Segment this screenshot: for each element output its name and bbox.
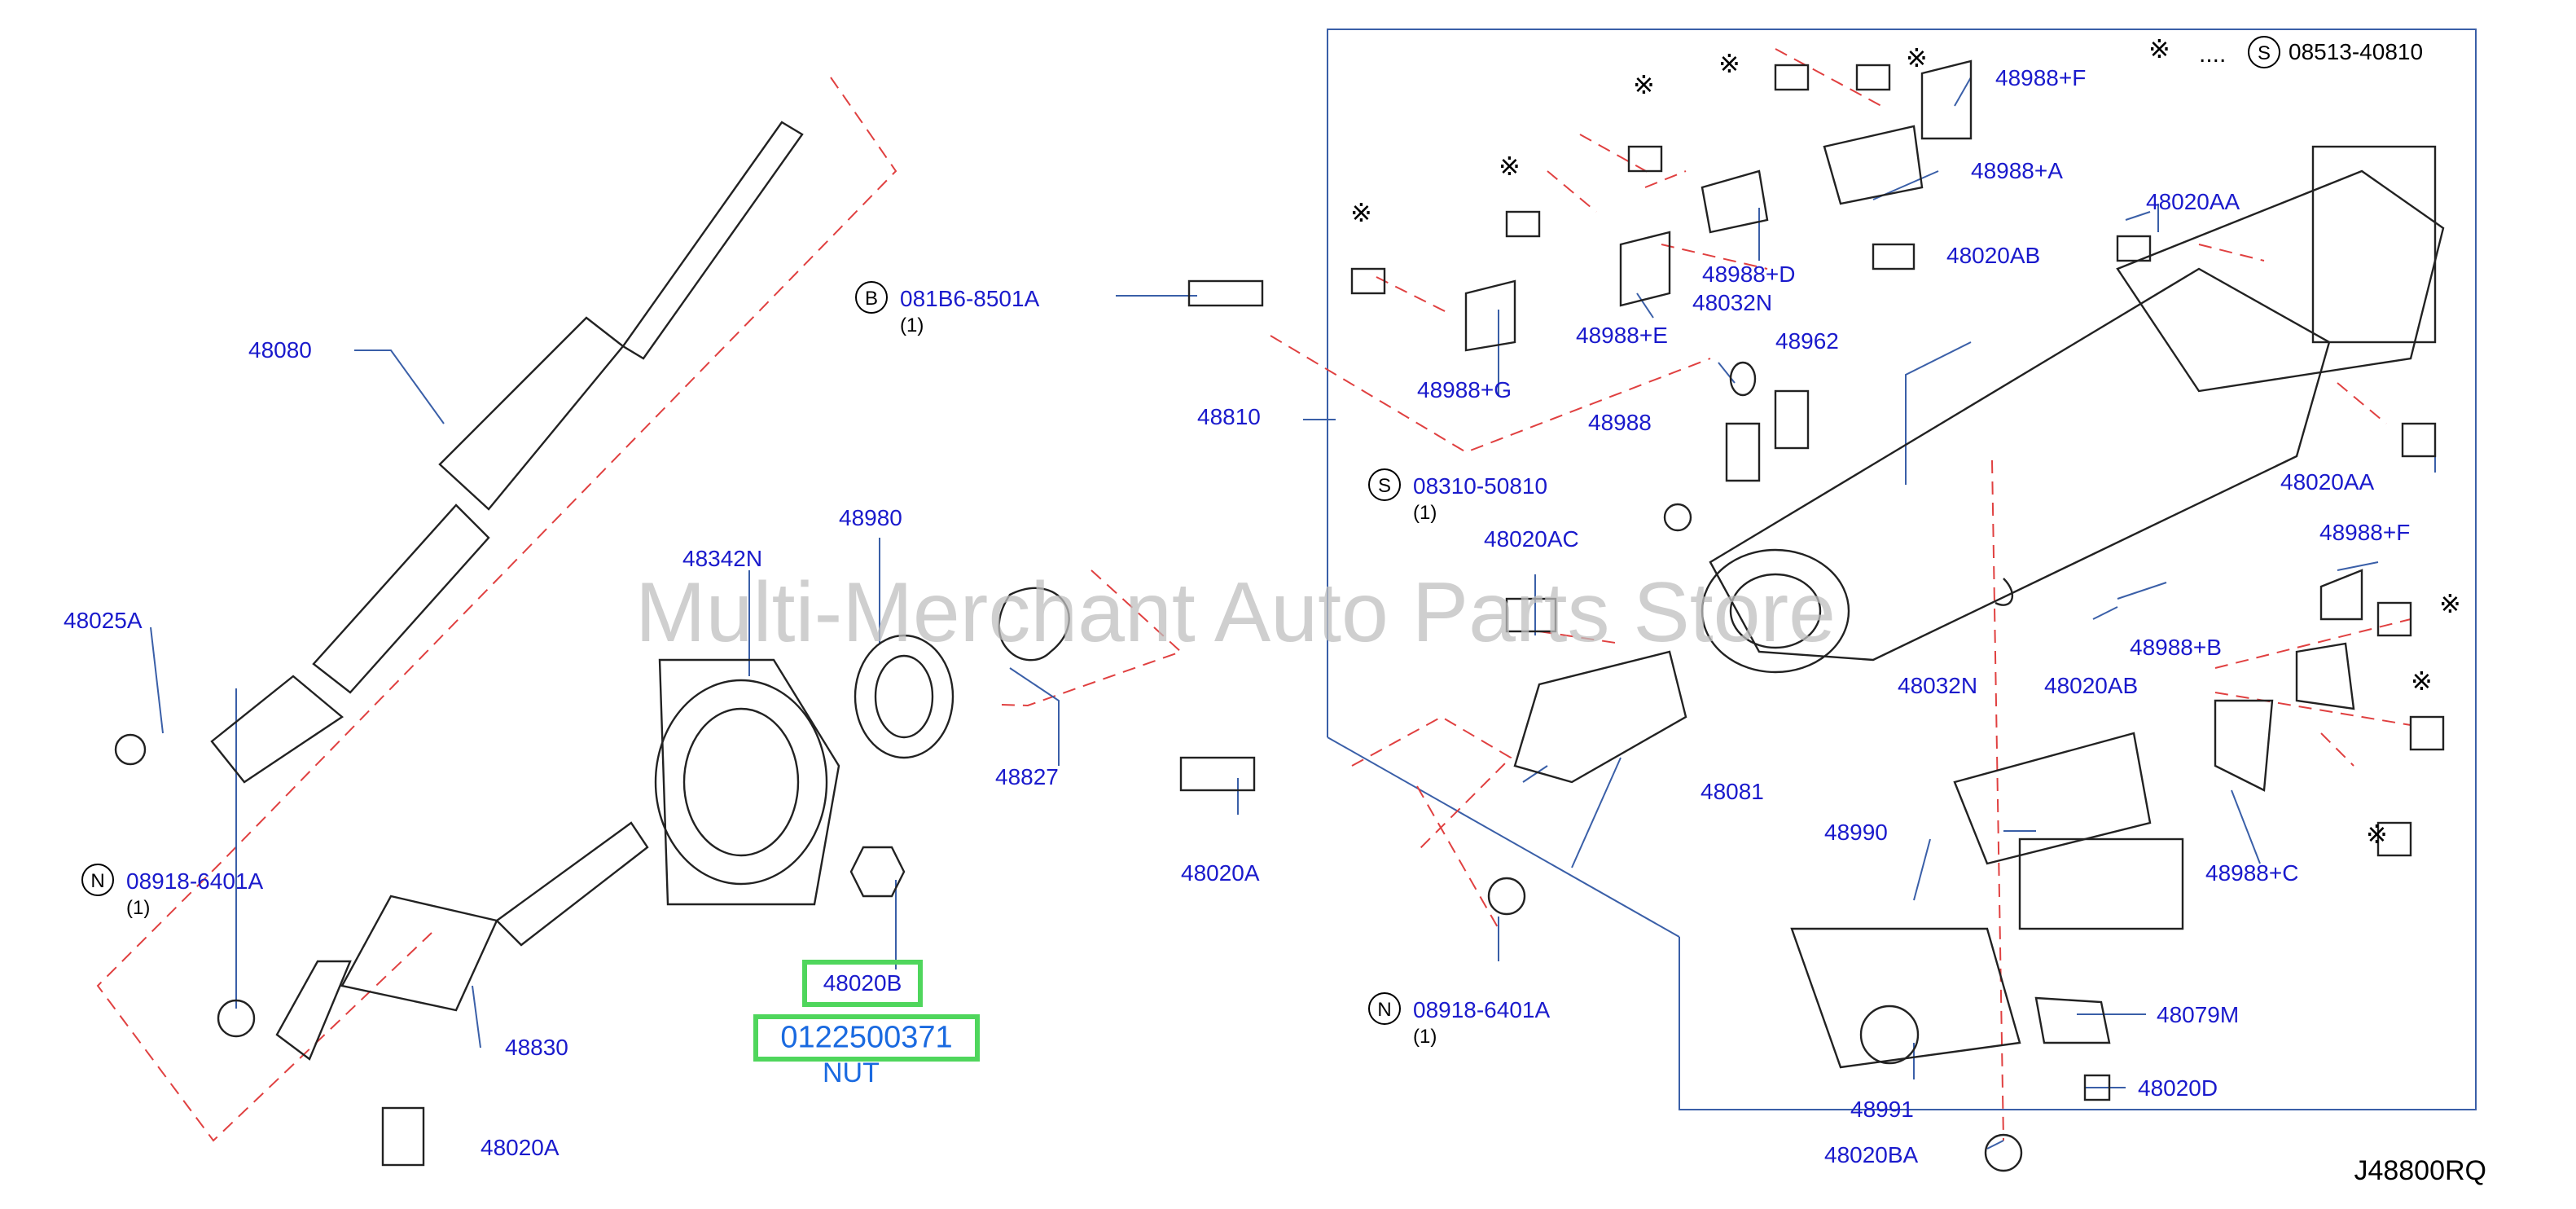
part-label-48988-e[interactable]: 48988+E bbox=[1576, 323, 1668, 348]
bolt-code-n1-qty: (1) bbox=[126, 897, 151, 919]
legend-circle: S bbox=[2248, 36, 2280, 68]
part-label-48020aa-right[interactable]: 48020AA bbox=[2280, 469, 2375, 495]
watermark: Multi-Merchant Auto Parts Store bbox=[635, 565, 1836, 660]
bolt-code-s[interactable]: 08310-50810 bbox=[1413, 473, 1548, 499]
highlighted-code-box[interactable]: 0122500371 bbox=[753, 1014, 980, 1062]
part-label-48020d[interactable]: 48020D bbox=[2138, 1075, 2218, 1101]
part-label-48020ac[interactable]: 48020AC bbox=[1484, 526, 1579, 552]
part-label-48079m[interactable]: 48079M bbox=[2157, 1002, 2240, 1027]
part-label-48988-a[interactable]: 48988+A bbox=[1971, 158, 2063, 183]
part-sketches bbox=[114, 59, 2445, 1172]
bolt-code-n2[interactable]: 08918-6401A bbox=[1413, 997, 1551, 1022]
legend-dots: .... bbox=[2199, 41, 2227, 68]
asterisk-mark: ※ bbox=[1718, 49, 1740, 78]
bolt-code-b[interactable]: 081B6-8501A bbox=[900, 286, 1040, 311]
asterisk-mark: ※ bbox=[1499, 152, 1521, 181]
bolt-code-s-qty: (1) bbox=[1413, 502, 1437, 524]
part-label-48988-b[interactable]: 48988+B bbox=[2130, 635, 2222, 660]
part-label-48032n-lower[interactable]: 48032N bbox=[1898, 673, 1978, 698]
part-label-48020ba[interactable]: 48020BA bbox=[1824, 1142, 1919, 1167]
part-label-48988-g[interactable]: 48988+G bbox=[1417, 377, 1512, 402]
legend-code: 08513-40810 bbox=[2289, 39, 2424, 64]
highlighted-part-number: 48020B bbox=[823, 970, 902, 996]
asterisk-mark: ※ bbox=[2439, 589, 2461, 618]
part-label-48988-c[interactable]: 48988+C bbox=[2205, 860, 2299, 886]
bolt-code-b-qty: (1) bbox=[900, 314, 924, 336]
bolt-code-s-circle: S bbox=[1368, 468, 1401, 501]
part-label-48810[interactable]: 48810 bbox=[1197, 404, 1261, 429]
part-label-48990[interactable]: 48990 bbox=[1824, 820, 1888, 845]
part-label-48081[interactable]: 48081 bbox=[1701, 779, 1764, 804]
part-label-48080[interactable]: 48080 bbox=[248, 337, 312, 363]
part-label-48830[interactable]: 48830 bbox=[505, 1035, 568, 1060]
part-label-48991[interactable]: 48991 bbox=[1850, 1097, 1914, 1122]
part-label-48988[interactable]: 48988 bbox=[1588, 410, 1652, 435]
part-label-48962[interactable]: 48962 bbox=[1775, 328, 1839, 354]
highlighted-part-box[interactable]: 48020B bbox=[802, 960, 923, 1007]
asterisk-mark: ※ bbox=[2411, 666, 2433, 696]
legend-asterisk: ※ bbox=[2148, 34, 2170, 64]
dashed-guides bbox=[96, 48, 2411, 1142]
part-label-48020ab-lower[interactable]: 48020AB bbox=[2044, 673, 2139, 698]
highlighted-code: 0122500371 bbox=[780, 1020, 953, 1055]
part-label-48988-d[interactable]: 48988+D bbox=[1702, 262, 1796, 287]
leader-lines bbox=[150, 77, 2436, 1150]
part-label-48032n[interactable]: 48032N bbox=[1692, 290, 1773, 315]
frame-diagonal bbox=[1327, 736, 1680, 938]
asterisk-mark: ※ bbox=[1906, 43, 1928, 73]
asterisk-mark: ※ bbox=[1350, 198, 1372, 227]
part-label-48020a-lower[interactable]: 48020A bbox=[481, 1135, 560, 1160]
part-label-48980[interactable]: 48980 bbox=[839, 505, 902, 530]
asterisk-mark: ※ bbox=[1633, 70, 1655, 99]
column-frame-outline bbox=[1327, 29, 2477, 1110]
bolt-code-b-circle: B bbox=[855, 281, 888, 314]
part-label-48342n[interactable]: 48342N bbox=[682, 546, 763, 571]
bolt-code-n2-qty: (1) bbox=[1413, 1026, 1437, 1048]
bolt-code-n2-circle: N bbox=[1368, 992, 1401, 1025]
bolt-code-n1-circle: N bbox=[81, 864, 114, 896]
part-label-48020a[interactable]: 48020A bbox=[1181, 860, 1260, 886]
asterisk-mark: ※ bbox=[2366, 820, 2388, 849]
part-label-48020ab[interactable]: 48020AB bbox=[1946, 243, 2041, 268]
part-label-48025a[interactable]: 48025A bbox=[64, 608, 143, 633]
bolt-code-n1[interactable]: 08918-6401A bbox=[126, 868, 264, 894]
part-label-48020aa[interactable]: 48020AA bbox=[2146, 189, 2240, 214]
diagram-code: J48800RQ bbox=[2354, 1155, 2486, 1186]
part-label-48827[interactable]: 48827 bbox=[995, 764, 1059, 789]
part-label-48988-f-right[interactable]: 48988+F bbox=[2319, 520, 2411, 545]
part-label-48988-f[interactable]: 48988+F bbox=[1995, 65, 2087, 90]
highlighted-part-name: NUT bbox=[823, 1057, 880, 1088]
